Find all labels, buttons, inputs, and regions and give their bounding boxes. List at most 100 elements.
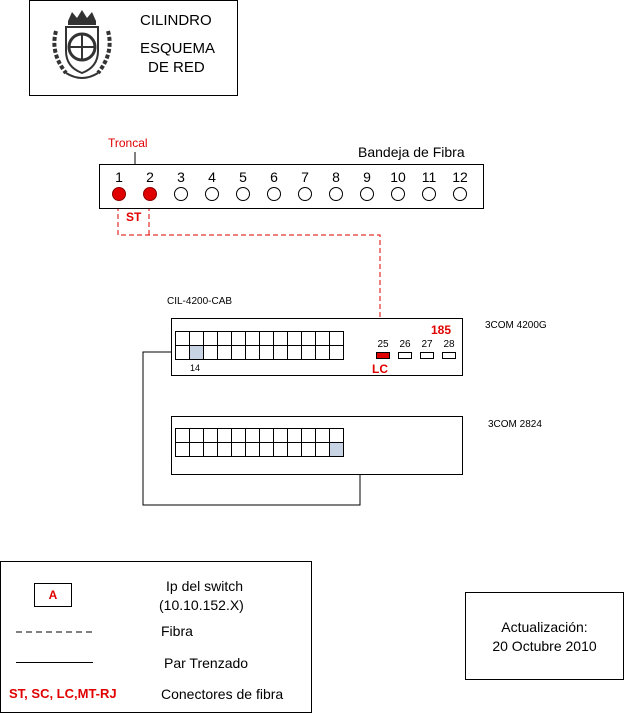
switch-secondary-port-r2-c3[interactable]: [203, 442, 218, 457]
switch-main-port-r2-c8[interactable]: [273, 345, 288, 360]
switch-main-port-r2-c12[interactable]: [329, 345, 344, 360]
switch-secondary-port-r1-c5[interactable]: [231, 428, 246, 443]
legend-switch-ip-label-2: (10.10.152.X): [159, 597, 244, 613]
switch-main-port-r2-c4[interactable]: [217, 345, 232, 360]
switch-secondary-port-r2-c2[interactable]: [189, 442, 204, 457]
switch-main-port-r2-c7[interactable]: [259, 345, 274, 360]
coat-of-arms-logo: [52, 10, 112, 79]
tray-port-4[interactable]: [205, 187, 219, 201]
tray-port-1[interactable]: [112, 187, 126, 201]
switch-secondary-port-r2-c6[interactable]: [245, 442, 260, 457]
tray-port-number-11: 11: [421, 169, 437, 185]
tray-port-number-1: 1: [115, 169, 123, 185]
switch-secondary-port-r1-c4[interactable]: [217, 428, 232, 443]
tray-port-11[interactable]: [422, 187, 436, 201]
switch-main-hostname: CIL-4200-CAB: [167, 296, 233, 307]
switch-secondary-port-r2-c5[interactable]: [231, 442, 246, 457]
switch-main-port-r1-c7[interactable]: [259, 331, 274, 346]
tray-port-number-10: 10: [390, 169, 406, 185]
switch-secondary-port-r2-c12[interactable]: [329, 442, 344, 457]
header-title: CILINDRO: [140, 12, 212, 29]
sfp-port-27[interactable]: [420, 352, 434, 359]
legend-fiber-label: Fibra: [161, 623, 193, 639]
switch-main-port-r1-c2[interactable]: [189, 331, 204, 346]
switch-secondary-port-r1-c11[interactable]: [315, 428, 330, 443]
switch-main-port-r2-c3[interactable]: [203, 345, 218, 360]
switch-secondary-port-r2-c10[interactable]: [301, 442, 316, 457]
tray-port-number-6: 6: [270, 169, 278, 185]
switch-secondary-port-row-1: [175, 428, 344, 443]
fiber-line-trunk: [117, 198, 381, 352]
switch-main-port-r2-c10[interactable]: [301, 345, 316, 360]
legend-twisted-pair-label: Par Trenzado: [164, 655, 249, 671]
legend-switch-ip-label-1: Ip del switch: [166, 578, 244, 594]
switch-secondary-port-r2-c9[interactable]: [287, 442, 302, 457]
legend-connectors-label: Conectores de fibra: [161, 686, 284, 702]
tray-port-number-3: 3: [177, 169, 185, 185]
troncal-label: Troncal: [108, 136, 148, 150]
tray-port-6[interactable]: [267, 187, 281, 201]
sfp-port-label-27: 27: [421, 339, 433, 350]
switch-secondary-port-r2-c1[interactable]: [175, 442, 190, 457]
tray-port-number-9: 9: [363, 169, 371, 185]
tray-port-2[interactable]: [143, 187, 157, 201]
tray-port-number-7: 7: [301, 169, 309, 185]
update-box: Actualización: 20 Octubre 2010: [465, 592, 624, 680]
switch-main-port-r1-c3[interactable]: [203, 331, 218, 346]
switch-secondary-port-r1-c3[interactable]: [203, 428, 218, 443]
sfp-port-26[interactable]: [398, 352, 412, 359]
switch-secondary-port-r1-c8[interactable]: [273, 428, 288, 443]
switch-main-port-r1-c9[interactable]: [287, 331, 302, 346]
update-date: 20 Octubre 2010: [492, 638, 597, 654]
tray-port-10[interactable]: [391, 187, 405, 201]
tray-port-number-2: 2: [146, 169, 154, 185]
sfp-port-25[interactable]: [376, 352, 390, 359]
switch-main-ip: 185: [431, 323, 452, 337]
switch-secondary-port-r2-c4[interactable]: [217, 442, 232, 457]
switch-secondary-port-r1-c9[interactable]: [287, 428, 302, 443]
tray-port-8[interactable]: [329, 187, 343, 201]
switch-main-port-r1-c12[interactable]: [329, 331, 344, 346]
switch-secondary-port-r2-c11[interactable]: [315, 442, 330, 457]
legend-fiber-line: [16, 631, 94, 633]
switch-main-port-r2-c2[interactable]: [189, 345, 204, 360]
sfp-port-28[interactable]: [442, 352, 456, 359]
header-subtitle-1: ESQUEMA: [140, 40, 216, 57]
legend-switch-ip-sample-text: A: [48, 588, 58, 602]
legend-box: A Ip del switch (10.10.152.X) Fibra Par …: [0, 561, 312, 713]
switch-main-port-r2-c6[interactable]: [245, 345, 260, 360]
sfp-port-label-25: 25: [377, 339, 389, 350]
switch-secondary-port-r2-c8[interactable]: [273, 442, 288, 457]
tray-port-7[interactable]: [298, 187, 312, 201]
switch-main-port-r2-c11[interactable]: [315, 345, 330, 360]
switch-main-highlight-port-label: 14: [190, 363, 201, 373]
sfp-port-label-28: 28: [443, 339, 455, 350]
tray-port-9[interactable]: [360, 187, 374, 201]
switch-secondary-port-r1-c6[interactable]: [245, 428, 260, 443]
switch-secondary-port-r2-c7[interactable]: [259, 442, 274, 457]
tray-port-number-8: 8: [332, 169, 340, 185]
switch-main-port-r1-c1[interactable]: [175, 331, 190, 346]
switch-main-sfp-connector-label: LC: [372, 362, 388, 376]
switch-main-port-r1-c10[interactable]: [301, 331, 316, 346]
switch-secondary-port-r1-c12[interactable]: [329, 428, 344, 443]
legend-switch-ip-sample: A: [34, 583, 72, 607]
switch-secondary-port-r1-c7[interactable]: [259, 428, 274, 443]
tray-port-number-4: 4: [208, 169, 216, 185]
tray-port-5[interactable]: [236, 187, 250, 201]
switch-main-port-r1-c6[interactable]: [245, 331, 260, 346]
switch-main-port-r1-c11[interactable]: [315, 331, 330, 346]
switch-secondary-port-r1-c1[interactable]: [175, 428, 190, 443]
legend-connectors-sample: ST, SC, LC,MT-RJ: [9, 686, 117, 701]
switch-secondary-port-r1-c2[interactable]: [189, 428, 204, 443]
tray-port-12[interactable]: [453, 187, 467, 201]
tray-port-3[interactable]: [174, 187, 188, 201]
switch-secondary-port-r1-c10[interactable]: [301, 428, 316, 443]
switch-main-port-r1-c5[interactable]: [231, 331, 246, 346]
switch-main-port-r2-c9[interactable]: [287, 345, 302, 360]
switch-main-port-r1-c4[interactable]: [217, 331, 232, 346]
switch-main-port-r1-c8[interactable]: [273, 331, 288, 346]
switch-main-port-r2-c1[interactable]: [175, 345, 190, 360]
switch-main-port-r2-c5[interactable]: [231, 345, 246, 360]
